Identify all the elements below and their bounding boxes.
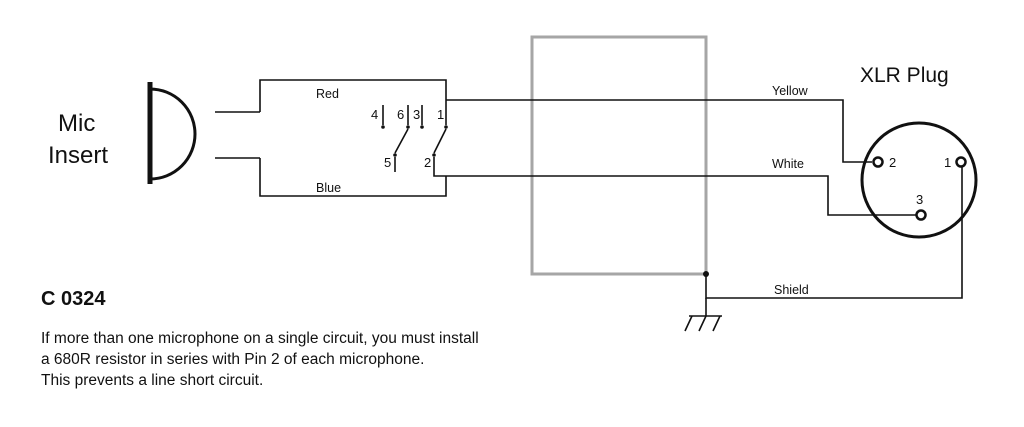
enclosure [530,35,708,276]
switch-pin-4: 4 [371,107,378,122]
mic-label-line1: Mic [58,110,95,137]
mic-label-line2: Insert [48,142,108,169]
xlr-plug-title: XLR Plug [860,64,949,87]
switch-contacts [381,100,448,177]
ground-junction [703,271,709,277]
switch-box [259,79,447,197]
xlr-pin-2 [872,156,884,168]
xlr-pin-2-label: 2 [889,155,896,170]
switch-pin-3: 3 [413,107,420,122]
diagram-code: C 0324 [41,288,106,310]
xlr-pin-1-label: 1 [944,155,951,170]
shield-wire [705,166,963,299]
white-wire [446,175,916,216]
xlr-pin-3-label: 3 [916,192,923,207]
blue-wire-label: Blue [316,181,341,195]
yellow-wire [446,99,872,163]
note-line-1: If more than one microphone on a single … [41,330,479,347]
red-wire-label: Red [316,87,339,101]
switch-pin-2: 2 [424,155,431,170]
mic-insert [147,82,260,184]
xlr-pin-1 [955,156,967,168]
switch-pin-1: 1 [437,107,444,122]
white-wire-label: White [772,157,804,171]
xlr-plug-body [860,121,978,239]
ground-icon [684,298,722,332]
xlr-pin-3 [915,209,927,221]
note-line-2: a 680R resistor in series with Pin 2 of … [41,351,425,368]
yellow-wire-label: Yellow [772,84,809,98]
switch-pin-5: 5 [384,155,391,170]
note-line-3: This prevents a line short circuit. [41,372,264,389]
shield-wire-label: Shield [774,283,809,297]
switch-pin-6: 6 [397,107,404,122]
